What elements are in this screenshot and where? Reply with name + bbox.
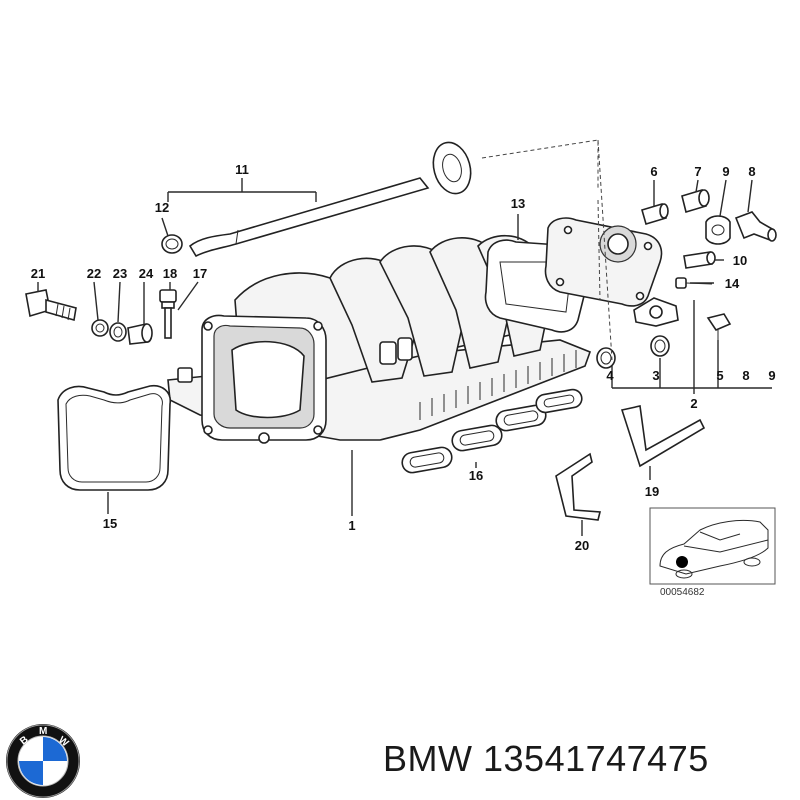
part-14-screw [675,277,713,289]
part-22-ring [91,319,109,337]
part-5-clip [706,313,732,340]
callout-20: 20 [575,538,589,553]
callout-9: 9 [722,164,729,179]
car-locator-inset: 00054682 [649,507,776,598]
callout-24: 24 [139,266,154,281]
callout-18: 18 [163,266,177,281]
part-throttle-housing [544,217,663,307]
part-16-gaskets [401,388,583,474]
part-9-cap [705,215,731,245]
part-15-gasket [57,384,172,491]
part-21-sensor [25,289,77,322]
part-temp-sensor [633,297,679,327]
callout-labels: 11 12 13 6 7 9 8 10 14 21 22 23 24 18 17… [31,162,776,553]
callout-16: 16 [469,468,483,483]
leader-lines [37,139,772,536]
part-19-bracket [620,405,706,468]
caption-part-number: 13541747475 [483,738,709,779]
callout-13: 13 [511,196,525,211]
callout-17: 17 [193,266,207,281]
part-6-sleeve [641,203,669,225]
callout-11: 11 [235,162,249,177]
part-7-sleeve [681,188,710,214]
callout-2: 2 [690,396,697,411]
callout-10: 10 [733,253,747,268]
part-10-sleeve [683,251,716,269]
callout-6: 6 [650,164,657,179]
callout-8-row: 8 [742,368,749,383]
part-4-oring [596,347,616,369]
callout-4: 4 [606,368,614,383]
callout-7: 7 [694,164,701,179]
part-23-ring [109,322,127,342]
callout-21: 21 [31,266,45,281]
svg-text:M: M [39,726,47,737]
callout-9-row: 9 [768,368,775,383]
callout-12: 12 [155,200,169,215]
part-11-tube [188,141,472,258]
callout-14: 14 [725,276,740,291]
part-18-bolt [159,289,177,339]
callout-5: 5 [716,368,723,383]
callout-23: 23 [113,266,127,281]
part-8-elbow [734,211,777,242]
callout-8: 8 [748,164,755,179]
part-3-oring [650,335,670,357]
caption-brand: BMW [383,738,473,779]
bmw-logo: B M W [6,724,80,798]
callout-3: 3 [652,368,659,383]
part-12-oring [161,234,183,254]
part-24-sleeve [127,323,153,345]
callout-1: 1 [348,518,355,533]
callout-19: 19 [645,484,659,499]
callout-15: 15 [103,516,117,531]
part-20-bracket [555,452,602,521]
callout-22: 22 [87,266,101,281]
part-caption: BMW 13541747475 [383,738,793,788]
inset-reference-code: 00054682 [660,587,705,598]
